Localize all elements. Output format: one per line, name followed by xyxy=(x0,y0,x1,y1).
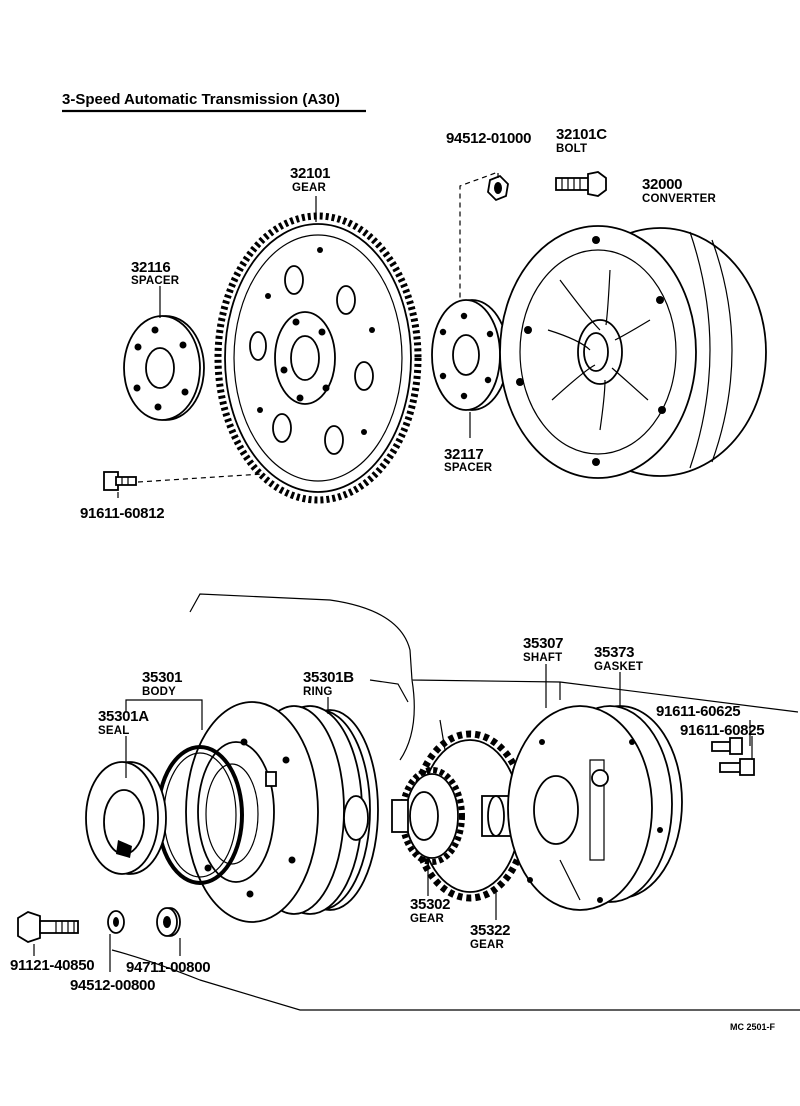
part-number-91611-60625: 91611-60625 xyxy=(656,703,740,720)
part-number-35307: 35307 xyxy=(523,635,563,652)
part-number-94512-00800: 94512-00800 xyxy=(70,977,155,994)
part-name-35322: GEAR xyxy=(470,939,505,951)
part-number-91611-60812: 91611-60812 xyxy=(80,505,164,522)
part-number-32116: 32116 xyxy=(131,259,170,276)
figure-code: MC 2501-F xyxy=(730,1022,776,1032)
part-name-32101c: BOLT xyxy=(556,143,587,155)
part-name-32101: GEAR xyxy=(292,182,327,194)
spacer-32116-drawing xyxy=(123,315,205,421)
diagram-title: 3-Speed Automatic Transmission (A30) xyxy=(62,91,340,108)
part-name-32117: SPACER xyxy=(444,462,493,474)
part-name-35302: GEAR xyxy=(410,913,445,925)
part-number-32117: 32117 xyxy=(444,446,483,463)
part-number-94711-00800: 94711-00800 xyxy=(126,959,210,976)
spacer-32117-drawing xyxy=(431,299,509,411)
part-number-35373: 35373 xyxy=(594,644,634,661)
part-name-32116: SPACER xyxy=(131,275,180,287)
bolt-91611-60812-drawing xyxy=(103,471,137,491)
washer-94711-00800-drawing xyxy=(156,907,181,937)
part-number-35302: 35302 xyxy=(410,896,450,913)
oil-seal-drawing xyxy=(85,761,167,875)
part-number-32000: 32000 xyxy=(642,176,682,193)
flywheel-gear-drawing xyxy=(214,212,422,504)
part-name-35301a: SEAL xyxy=(98,725,129,737)
part-number-32101c: 32101C xyxy=(556,126,607,143)
part-name-35307: SHAFT xyxy=(523,652,562,664)
bolt-91121-40850-drawing xyxy=(17,911,79,943)
part-number-91611-60825: 91611-60825 xyxy=(680,722,764,739)
washer-94512-00800-drawing xyxy=(107,910,125,934)
part-name-35301: BODY xyxy=(142,686,176,698)
part-number-35301a: 35301A xyxy=(98,708,149,725)
part-name-35301b: RING xyxy=(303,686,333,698)
oil-pump-body-drawing xyxy=(185,701,379,923)
torque-converter-drawing xyxy=(499,225,767,479)
part-number-91121-40850: 91121-40850 xyxy=(10,957,94,974)
part-number-35301b: 35301B xyxy=(303,669,354,686)
part-name-35373: GASKET xyxy=(594,661,643,673)
nut-94512-01000-drawing xyxy=(487,174,509,202)
part-number-32101: 32101 xyxy=(290,165,330,182)
pump-cover-drawing xyxy=(507,705,683,911)
bolt-32101c-drawing xyxy=(555,171,607,197)
part-number-35301: 35301 xyxy=(142,669,182,686)
part-name-32000: CONVERTER xyxy=(642,193,716,205)
bolts-right-drawing xyxy=(711,737,755,776)
part-number-35322: 35322 xyxy=(470,922,510,939)
part-number-94512-01000: 94512-01000 xyxy=(446,130,531,147)
